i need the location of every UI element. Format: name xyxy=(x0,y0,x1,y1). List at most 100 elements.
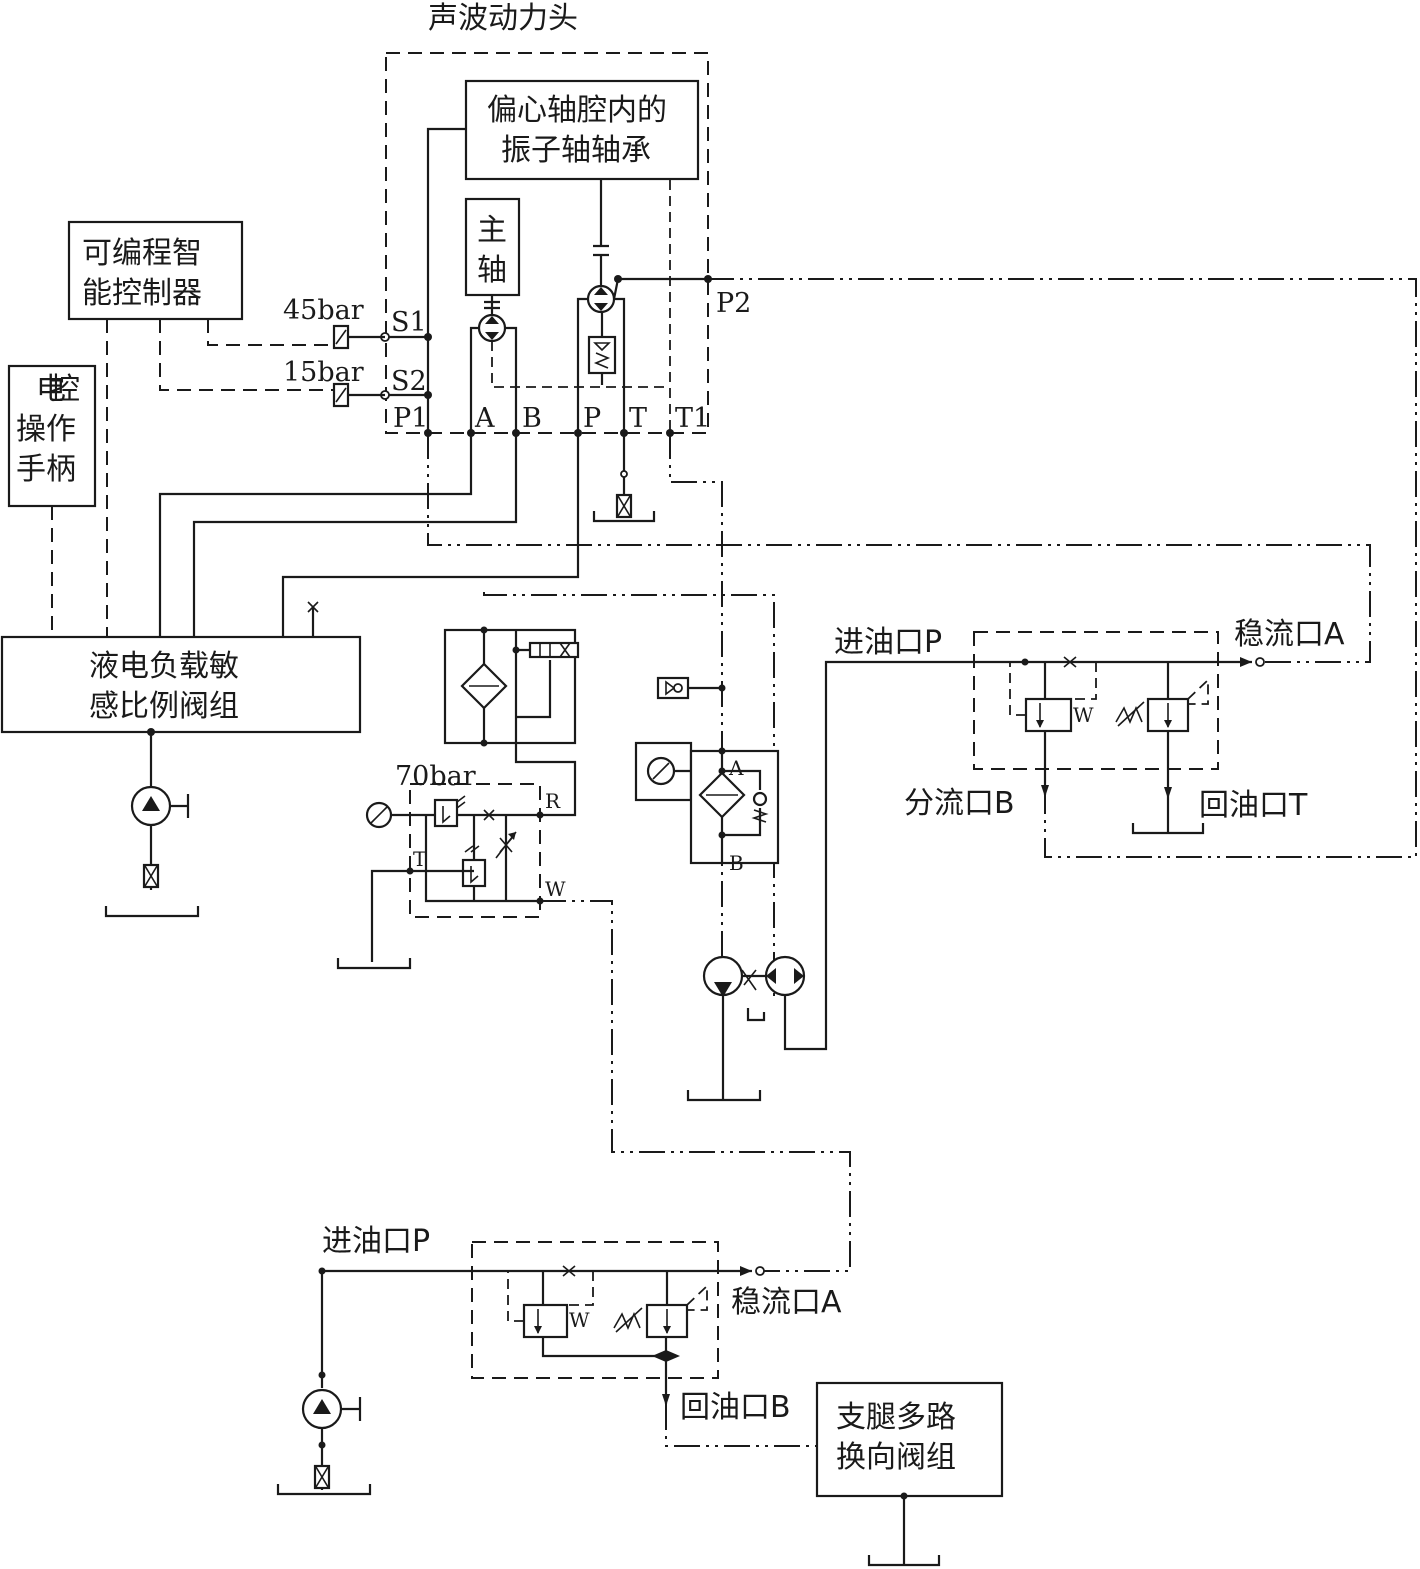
relief-junction-w xyxy=(536,897,544,905)
relief-valve-spring xyxy=(442,795,466,824)
filter-block-junction-2 xyxy=(512,646,520,654)
aux-pump-shaft xyxy=(341,1397,362,1421)
leg-valve-label-line1: 支腿多路 xyxy=(836,1400,956,1435)
flow-valve-2-compensator xyxy=(522,1303,569,1339)
valve-group-label-line1: 液电负载敏 xyxy=(89,649,239,684)
spindle-label-line2: 轴 xyxy=(477,253,507,288)
flow-valve-1-compensator-arrowhead xyxy=(1036,720,1044,728)
pressure-switch-45-spring xyxy=(335,329,347,345)
flow-valve-2-w-label: W xyxy=(569,1308,590,1332)
eccentric-bearing-label-line2: 振子轴轴承 xyxy=(501,133,651,168)
port-s2-label: S2 xyxy=(391,366,427,397)
cooling-indicator-port xyxy=(673,683,683,693)
port-p-label: P xyxy=(583,403,601,434)
main-pump-shaft xyxy=(170,794,190,818)
cooling-motor-arrow-right xyxy=(794,968,804,984)
handle-label-char2: 控 xyxy=(50,372,80,407)
vibrator-check-spring-icon xyxy=(593,342,611,369)
leg-valve-chain xyxy=(665,1404,817,1447)
s1-pilot-line xyxy=(426,127,466,295)
flow-valve-1-inlet-junction xyxy=(1021,658,1029,666)
handle-label-line3: 手柄 xyxy=(16,452,76,487)
power-head-title: 声波动力头 xyxy=(428,1,578,36)
port-b-label: B xyxy=(522,403,542,434)
controller-box xyxy=(67,220,244,321)
cooler-loop-chain xyxy=(483,592,775,1000)
cooling-check-ball xyxy=(752,791,768,807)
flow-valve-2-merge-line xyxy=(541,1337,666,1358)
port-t-label: T xyxy=(629,403,647,434)
valve-plug-icon xyxy=(307,601,319,613)
flow-valve-1-relief-spring xyxy=(1115,701,1145,727)
aux-pump-junction-bottom xyxy=(318,1441,326,1449)
flow-valve-2-relief-pilot xyxy=(686,1283,708,1311)
valve-a-line xyxy=(158,433,473,637)
p1-steady-chain xyxy=(427,433,1371,663)
eccentric-bearing-label-line1: 偏心轴腔内的 xyxy=(487,93,667,128)
port-w-label: W xyxy=(545,877,566,901)
load-sensing-valve-group: 液电负载敏 感比例阀组 xyxy=(0,433,580,918)
s2-junction xyxy=(424,391,432,399)
flow-valve-1-orifice xyxy=(1063,656,1077,668)
port-p1-label: P1 xyxy=(393,403,428,434)
flow-valve-2-steady-label: 稳流口A xyxy=(731,1285,842,1320)
spindle-motor-lines xyxy=(469,326,518,433)
flow-valve-2-frame xyxy=(471,1241,719,1379)
t1-drain-chain xyxy=(669,433,723,972)
relief-valve-second xyxy=(461,858,487,888)
flow-valve-1-outlet-port xyxy=(1255,657,1265,667)
valve-group-box xyxy=(0,635,362,734)
spindle-label-line1: 主 xyxy=(477,213,507,248)
relief-tank-line xyxy=(370,869,410,962)
leg-valve-tank xyxy=(867,1555,941,1567)
relief-gauge-needle xyxy=(370,806,388,824)
aux-pump-arrow xyxy=(313,1399,331,1414)
port-s1-label: S1 xyxy=(391,307,427,338)
cooling-check-spring xyxy=(751,809,769,823)
p2-junction xyxy=(614,275,622,283)
leg-valve-group: 支腿多路 换向阀组 xyxy=(815,1381,1004,1567)
controller-signal-45 xyxy=(207,319,334,346)
cooling-indicator-icon xyxy=(665,680,676,696)
flow-valve-2-inlet-label: 进油口P xyxy=(322,1224,430,1259)
flow-valve-1-verticals xyxy=(1043,662,1170,699)
leg-valve-junction xyxy=(900,1492,908,1500)
p2-supply-line xyxy=(612,277,708,300)
flow-valve-2-outlet-port xyxy=(755,1266,765,1276)
port-r-label: R xyxy=(545,789,561,813)
spindle-shaft xyxy=(484,295,500,315)
relief-orifice-icon xyxy=(483,809,495,821)
aux-pump-tank xyxy=(276,1484,372,1496)
port-a-label: A xyxy=(474,403,495,434)
t-port-drain xyxy=(592,433,656,523)
filter-block-junction-3 xyxy=(480,739,488,747)
filter-block-junction-1 xyxy=(480,626,488,634)
aux-pump-junction-top xyxy=(318,1371,326,1379)
flow-valve-1-inlet-label: 进油口P xyxy=(834,625,942,660)
relief-junction-r xyxy=(536,811,544,819)
cooling-motor-arrow-left xyxy=(766,968,776,984)
main-pump-junction xyxy=(147,728,155,736)
pressure-45bar-label: 45bar xyxy=(283,295,364,326)
relief-valve-block: 70bar R W T xyxy=(336,761,566,970)
cooling-pump-arrow xyxy=(714,982,732,997)
sonic-power-head: 声波动力头 偏心轴腔内的 振子轴轴承 主 轴 xyxy=(380,1,751,437)
vibrator-motor-arrow-bottom xyxy=(594,303,608,311)
cooling-circuit: A B xyxy=(634,660,1025,1102)
flow-valve-1-frame xyxy=(973,631,1219,770)
leg-valve-box xyxy=(815,1381,1004,1498)
valve-b-line xyxy=(192,433,518,637)
handle-label-line1: 电 xyxy=(36,372,66,407)
spindle-motor-arrow-top xyxy=(485,316,499,324)
flow-valve-2-compensator-arrowhead xyxy=(534,1326,542,1334)
flow-valve-1-outlet-arrow xyxy=(1240,657,1252,667)
flow-valve-2-relief-spring xyxy=(613,1307,643,1333)
cooling-filter-junction-b xyxy=(718,831,726,839)
filter-block xyxy=(443,626,580,817)
cooling-motor-drain xyxy=(746,1008,766,1022)
port-p2-label: P2 xyxy=(716,288,751,319)
flow-divider-valve-2: 进油口P 稳流口A 回油口B W xyxy=(276,1224,842,1496)
p2-return-chain xyxy=(708,278,1417,858)
main-pump-arrow xyxy=(142,796,160,811)
